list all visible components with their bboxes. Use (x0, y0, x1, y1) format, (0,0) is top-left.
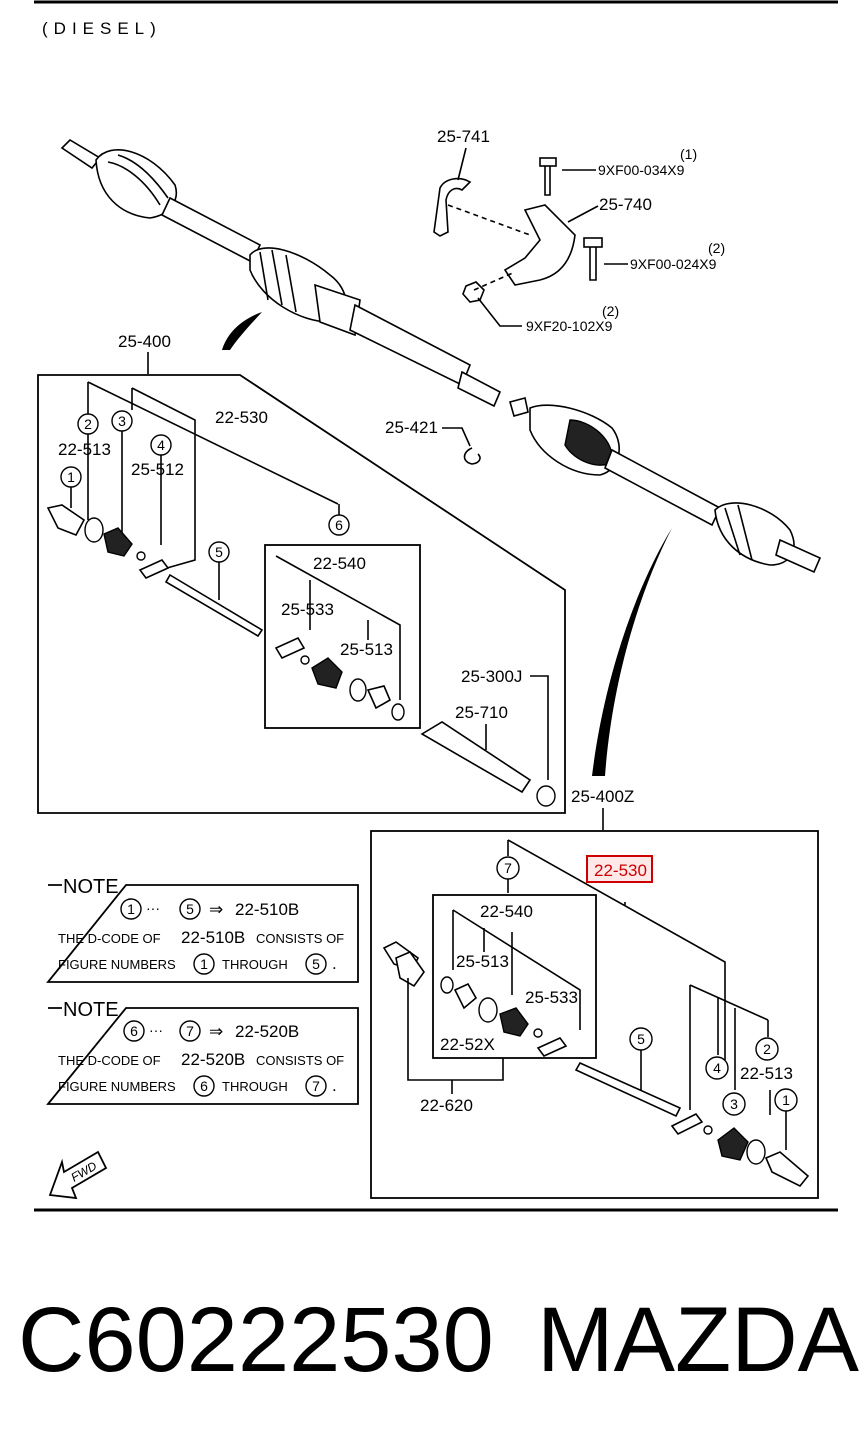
note-2-line1b: CONSISTS OF (256, 1053, 344, 1068)
note-1-to-2: 5 (312, 956, 320, 972)
note-2-dots: ··· (149, 1022, 163, 1038)
svg-text:.: . (332, 1076, 337, 1095)
label-25-400: 25-400 (118, 332, 171, 351)
outer-joint-part (46, 504, 86, 537)
label-bolt-1-qty: (1) (680, 146, 697, 162)
fig-2-label: 2 (84, 416, 92, 432)
note-2-from: 6 (130, 1023, 138, 1039)
note-1-title: NOTE (63, 876, 119, 898)
label-22-540-upper: 22-540 (313, 554, 366, 573)
label-22-513-upper: 22-513 (58, 440, 111, 459)
fig-5-lower-label: 5 (637, 1031, 645, 1047)
label-25-300J: 25-300J (461, 667, 522, 686)
fig-5-label: 5 (215, 544, 223, 560)
fig-4-lower-label: 4 (713, 1060, 721, 1076)
label-25-710: 25-710 (455, 703, 508, 722)
label-25-533-lower: 25-533 (525, 988, 578, 1007)
note-2-dcode-2: 22-520B (181, 1050, 245, 1069)
note-2-from-2: 6 (200, 1078, 208, 1094)
intermediate-shaft (420, 721, 532, 794)
label-22-52X: 22-52X (440, 1035, 495, 1054)
note-2-title: NOTE (63, 999, 119, 1021)
label-22-530-upper: 22-530 (215, 408, 268, 427)
label-22-620: 22-620 (420, 1096, 473, 1115)
note-2: NOTE 6 ··· 7 ⇒ 22-520B THE D-CODE OF 22-… (46, 999, 359, 1105)
label-25-400Z: 25-400Z (571, 787, 634, 806)
header-variant: (DIESEL) (42, 19, 162, 38)
label-nut-qty: (2) (602, 303, 619, 319)
note-2-to-2: 7 (312, 1078, 320, 1094)
callout-arrow-lower (592, 528, 672, 776)
note-1-line1b: CONSISTS OF (256, 931, 344, 946)
note-1-line2b: THROUGH (222, 957, 288, 972)
note-1-from-2: 1 (200, 956, 208, 972)
note-1: NOTE 1 ··· 5 ⇒ 22-510B THE D-CODE OF 22-… (46, 876, 359, 983)
bracket-assembly (433, 157, 603, 303)
shaft-part (164, 573, 264, 638)
fig-4-label: 4 (157, 437, 165, 453)
note-1-to: 5 (186, 901, 194, 917)
footer-part-number: C60222530 (18, 1289, 494, 1391)
fig-6-label: 6 (335, 517, 343, 533)
note-1-line2a: FIGURE NUMBERS (58, 957, 176, 972)
exploded-frame-upper (37, 374, 566, 814)
fig-2-lower-circle (755, 1037, 779, 1061)
label-bolt-2-qty: (2) (708, 240, 725, 256)
exploded-frame-22-540-lower (432, 894, 597, 1059)
fwd-arrow-icon: FWD (48, 1150, 108, 1200)
fig-3-lower-label: 3 (730, 1096, 738, 1112)
note-1-dcode-2: 22-510B (181, 928, 245, 947)
oil-seal (536, 785, 556, 807)
label-22-513-lower: 22-513 (740, 1064, 793, 1083)
label-25-741: 25-741 (437, 127, 490, 146)
fig-4-lower-circle (705, 1056, 729, 1080)
note-2-line2a: FIGURE NUMBERS (58, 1079, 176, 1094)
callout-arrow-upper (222, 312, 262, 350)
label-nut: 9XF20-102X9 (526, 318, 613, 334)
fig-7-label: 7 (504, 860, 512, 876)
exploded-frame-lower (370, 830, 819, 1199)
label-25-513-lower: 25-513 (456, 952, 509, 971)
label-25-421: 25-421 (385, 418, 438, 437)
fig-2-lower-label: 2 (763, 1041, 771, 1057)
note-2-line1a: THE D-CODE OF (58, 1053, 161, 1068)
clamp-ring (84, 517, 104, 543)
note-2-line2b: THROUGH (222, 1079, 288, 1094)
note-1-dots: ··· (146, 900, 160, 916)
highlight-box-22-530 (586, 855, 653, 883)
label-bolt-2: 9XF00-024X9 (630, 256, 717, 272)
note-1-line1a: THE D-CODE OF (58, 931, 161, 946)
drive-shaft-assembly (60, 138, 822, 574)
label-25-512: 25-512 (131, 460, 184, 479)
circlip (463, 447, 481, 465)
exploded-frame-22-540-upper (264, 544, 421, 729)
boot-part (103, 527, 133, 557)
footer-brand: MAZDA (537, 1289, 860, 1391)
fig-1-lower-label: 1 (782, 1092, 790, 1108)
note-1-from: 1 (127, 901, 135, 917)
note-2-dcode: 22-520B (235, 1022, 299, 1041)
fig-3-label: 3 (118, 413, 126, 429)
fig-1-label: 1 (67, 469, 75, 485)
note-2-to: 7 (186, 1023, 194, 1039)
label-25-740: 25-740 (599, 195, 652, 214)
label-22-540-lower: 22-540 (480, 902, 533, 921)
note-1-arrow: ⇒ (209, 900, 223, 919)
label-22-530-highlighted: 22-530 (594, 861, 647, 880)
label-25-533-upper: 25-533 (281, 600, 334, 619)
label-25-513-upper: 25-513 (340, 640, 393, 659)
note-1-dcode: 22-510B (235, 900, 299, 919)
label-bolt-1: 9XF00-034X9 (598, 162, 685, 178)
fig-3-lower-circle (722, 1092, 746, 1116)
svg-text:.: . (332, 954, 337, 973)
note-2-arrow: ⇒ (209, 1022, 223, 1041)
